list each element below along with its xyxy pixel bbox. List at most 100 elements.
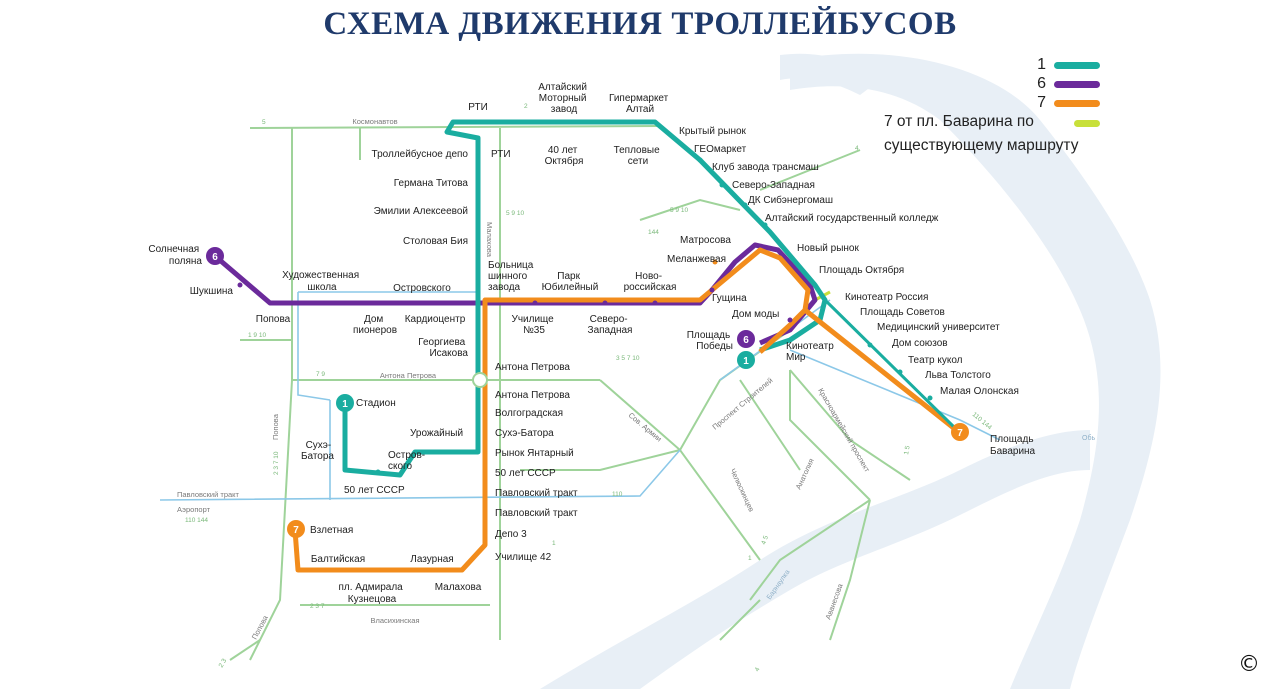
legend-item-route-7: 7 [1037,94,1100,112]
stop-urozhainyi: Урожайный [410,428,463,439]
svg-text:2 3: 2 3 [218,657,229,669]
svg-text:1: 1 [552,540,556,547]
stop-50let-sssr-2: 50 лет СССР [344,485,405,496]
stop-severo-zap-1: Северо-Западная [732,180,815,191]
stop-geomarket: ГЕОмаркет [694,144,747,155]
stop-vzletnaya: Взлетная [310,525,353,536]
stop-med-univer: Медицинский университет [877,322,1000,333]
stop-georgieva: Георгиева Исакова [418,337,468,359]
stop-sukhe-batora-2: Сухэ- Батора [301,440,334,462]
stop-dom-pionerov: Дом пионеров [353,314,397,336]
street-vlasikhinskaya: Власихинская [371,616,420,625]
svg-text:3 5 7 10: 3 5 7 10 [616,355,640,362]
stop-krytyi-rynok: Крытый рынок [679,126,747,137]
stop-shukshina: Шукшина [190,286,234,297]
street-anatoliya: Анатолия [794,457,816,491]
stop-stolovaya-biya: Столовая Бия [403,236,468,247]
svg-text:144: 144 [648,229,659,236]
stop-pl-bavarina: Площадь Баварина [990,434,1036,457]
street-antona-petrova: Антона Петрова [380,371,437,380]
svg-text:1 5: 1 5 [903,445,912,455]
stop-pavl-trakt-2: Павловский тракт [495,508,578,519]
stop-teplovye-seti: Тепловые сети [614,145,663,167]
stop-rti-top: РТИ [468,102,488,113]
stop-kino-mir: Кинотеатр Мир [786,341,837,363]
stop-dom-soyuzov: Дом союзов [892,338,948,349]
svg-text:110 144: 110 144 [971,411,993,431]
transfer-node [472,372,488,388]
route-7-line [292,247,962,573]
route-1-line [342,119,828,478]
stop-germana-titova: Германа Титова [394,178,469,189]
stop-volgogradskaya: Волгоградская [495,408,563,419]
badge-route-6-east: 6 [737,330,755,348]
stop-emilii-alekseevoi: Эмилии Алексеевой [374,206,468,217]
stop-dom-mody: Дом моды [732,309,779,320]
svg-text:110: 110 [612,491,623,498]
svg-text:5 9 10: 5 9 10 [506,210,524,217]
stop-lazurnaya: Лазурная [410,554,453,565]
street-chelyuskintsev: Челюскинцев [728,467,756,513]
svg-text:2 3 7 10: 2 3 7 10 [273,451,280,475]
svg-text:6: 6 [212,252,218,263]
stop-popova: Попова [256,314,291,325]
stop-rti-2: РТИ [491,149,511,160]
street-krasnoarmeiskii: Красноармейский проспект [816,387,872,475]
stop-pl-oktyabrya: Площадь Октября [819,264,904,276]
stop-kino-rossiya: Кинотеатр Россия [845,292,928,303]
legend-item-route-1: 1 [1037,56,1100,74]
stop-pl-sovetov: Площадь Советов [860,307,945,318]
stop-sukhe-batora-1: Сухэ-Батора [495,428,554,439]
stop-50let-sssr-1: 50 лет СССР [495,468,556,479]
street-kosmonavtov: Космонавтов [352,117,397,126]
stop-altai-motor: Алтайский Моторный завод [538,82,589,115]
badge-route-1-stadion: 1 [336,394,354,412]
stop-ostrovskogo-2: Остров- ского [388,450,428,472]
svg-text:110 144: 110 144 [185,517,208,524]
stop-teatr-kukol: Театр кукол [908,355,963,366]
svg-text:7: 7 [293,525,299,536]
stop-rynok-yantarnyi: Рынок Янтарный [495,448,574,459]
stop-novorossiiskaya: Ново- российская [624,271,677,293]
street-pavlovskii: Павловский тракт [177,490,240,499]
street-malakhova: Малахова [485,222,494,258]
badge-route-6-west: 6 [206,247,224,265]
stop-uchilishche42: Училище 42 [495,552,552,563]
street-popova: Попова [271,413,280,440]
svg-text:2 3 7: 2 3 7 [310,603,325,610]
svg-text:1: 1 [748,555,752,562]
stop-malaya-olon: Малая Олонская [940,386,1019,397]
stop-gushchina: Гущина [712,293,747,304]
river [790,53,1161,689]
badge-route-1-east: 1 [737,351,755,369]
stop-ostrovskogo: Островского [393,283,451,294]
legend: 1 6 7 7 от пл. Баварина по существующему… [880,56,1140,166]
river-branch [540,430,1090,689]
stop-pl-pobedy: Площадь Победы [687,330,733,352]
stop-antona-petrova-1: Антона Петрова [495,362,570,373]
stop-dk-sibenergo: ДК Сибэнергомаш [748,194,833,206]
stop-matrosova: Матросова [680,235,731,246]
svg-text:4: 4 [754,666,762,673]
stop-gipermarket: Гипермаркет Алтай [609,93,671,115]
page-title: СХЕМА ДВИЖЕНИЯ ТРОЛЛЕЙБУСОВ [323,6,957,42]
stop-khud-shkola: Художественная школа [282,270,362,293]
route-1-bavarina-line [823,298,957,430]
stop-dots [237,282,793,323]
street-ob: Обь [1082,434,1095,442]
stop-baltiiskaya: Балтийская [311,554,365,565]
stop-40let-okt: 40 лет Октября [545,145,584,167]
copyright-mark: © [1238,652,1260,677]
stop-uchilishche35: Училище №35 [511,314,556,336]
svg-text:4: 4 [855,145,859,152]
stop-agk: Алтайский государственный колледж [765,213,939,224]
svg-text:7: 7 [957,428,963,439]
stop-antona-petrova-2: Антона Петрова [495,390,570,401]
street-avanesova: Аванесова [823,582,845,621]
badge-route-7-bavarina: 7 [951,423,969,441]
svg-text:7 9: 7 9 [316,371,325,378]
svg-text:1 9 10: 1 9 10 [248,332,266,339]
stop-kardiotsentr: Кардиоцентр [405,314,466,325]
